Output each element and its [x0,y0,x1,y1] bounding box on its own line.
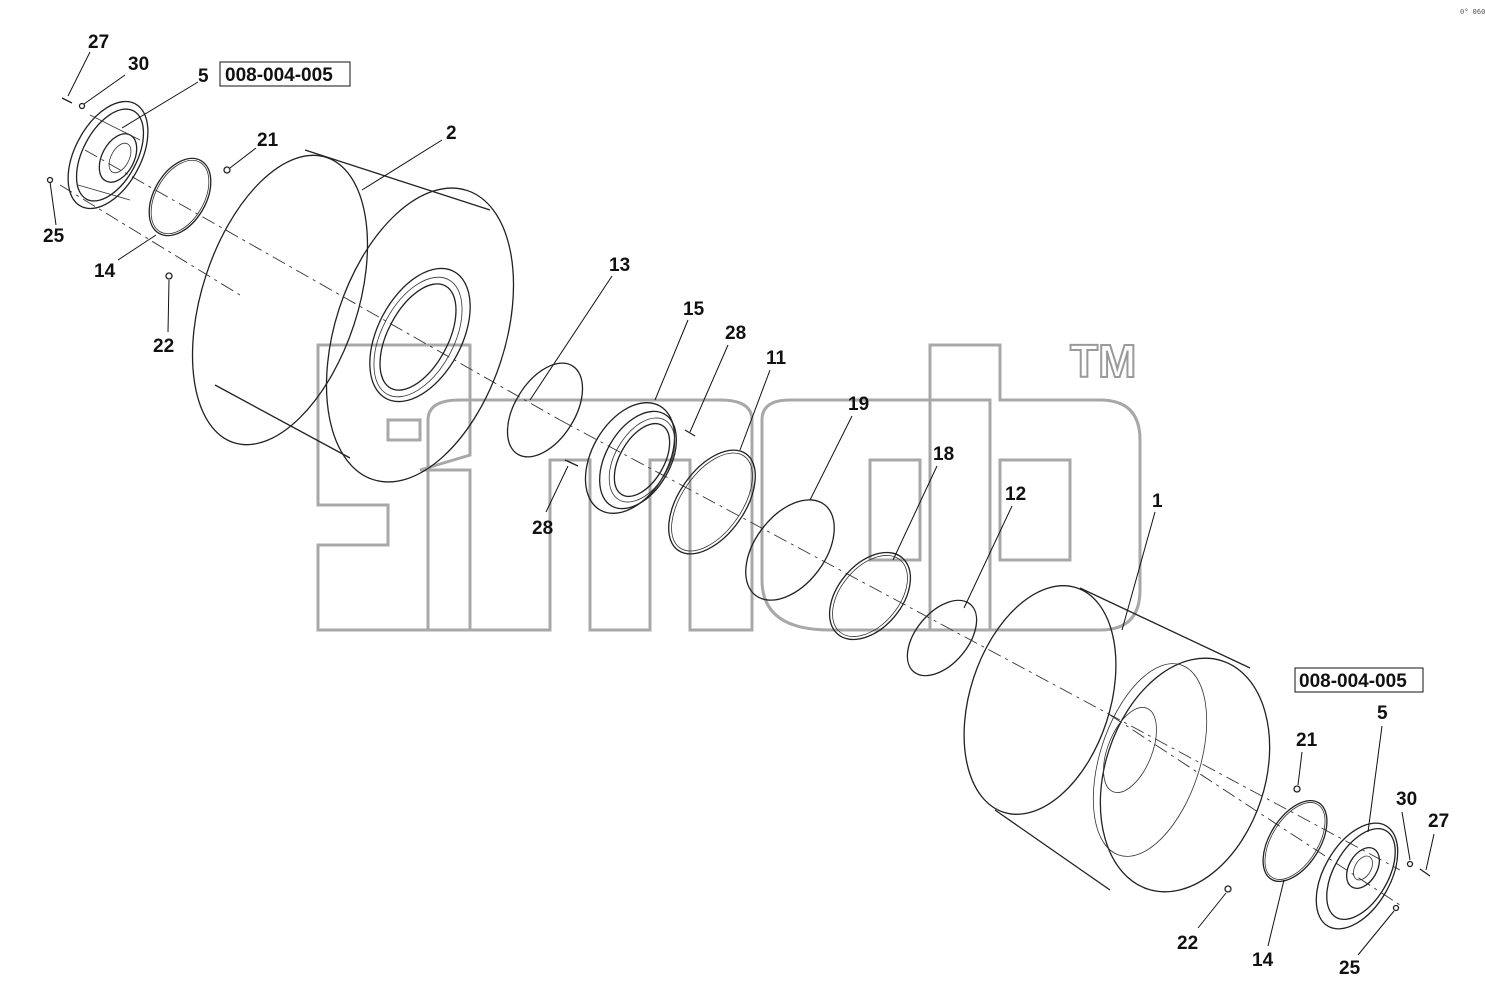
callout-label: 18 [933,444,954,465]
callout-label: 14 [1252,950,1274,971]
callout-label: 21 [257,130,279,151]
bolt-27-right [1419,868,1431,877]
callout-label: 15 [683,299,705,320]
drum-shell-2 [191,149,515,483]
assembly-axis [59,149,1401,906]
plug-22-right [1224,885,1232,893]
ring-18 [828,551,912,641]
ring-12 [906,599,978,677]
callout-label: 28 [532,518,553,539]
bearing-housing-15 [584,402,677,514]
callout-label: 22 [1177,933,1198,954]
callout-label: 22 [153,336,174,357]
callout-label: 1 [1152,491,1163,512]
callout-label: 30 [128,54,149,75]
callout-label: 21 [1296,730,1318,751]
plug-21-right [1293,785,1301,793]
reference-box-top[interactable]: 008-004-005 [219,61,351,87]
svg-text:008-004-005: 008-004-005 [1299,671,1407,692]
svg-text:008-004-005: 008-004-005 [225,65,333,86]
watermark-logo: TM [316,334,1142,632]
ring-11 [668,449,756,555]
drum-shell-1 [963,585,1271,893]
ring-13 [506,362,584,458]
callout-label: 28 [725,323,746,344]
o-ring-14-right [1262,799,1328,883]
hub-plate-right [1315,822,1399,930]
pin-28-upper [684,429,696,437]
callout-label: 14 [94,261,116,282]
callout-label: 27 [1428,811,1449,832]
callout-label: 27 [88,32,109,53]
ring-19 [745,499,835,601]
callout-label: 5 [198,66,209,87]
leader-lines [49,51,1435,956]
pin-28-lower [564,459,579,467]
o-ring-14-left [148,157,212,237]
plug-22-left [165,272,173,280]
callout-label: 2 [446,123,457,144]
callout-label: 13 [609,255,630,276]
washer-30-right [1406,860,1414,868]
hub-plate-left [67,100,149,210]
watermark-tm: TM [1070,335,1136,387]
callout-label: 12 [1005,484,1026,505]
plug-21-left [223,166,231,174]
reference-box-bottom[interactable]: 008-004-005 [1294,667,1424,693]
bolt-25-right [1392,904,1400,912]
callout-label: 25 [1339,958,1361,979]
callout-label: 5 [1377,703,1388,724]
callout-label: 19 [848,394,869,415]
callout-label: 25 [43,226,65,247]
callout-labels: 27 30 5 21 2 25 14 22 13 15 28 11 28 19 … [43,32,1449,979]
corner-code: 0° 060 [1460,8,1485,16]
callout-label: 30 [1396,789,1417,810]
callout-label: 11 [766,348,787,369]
